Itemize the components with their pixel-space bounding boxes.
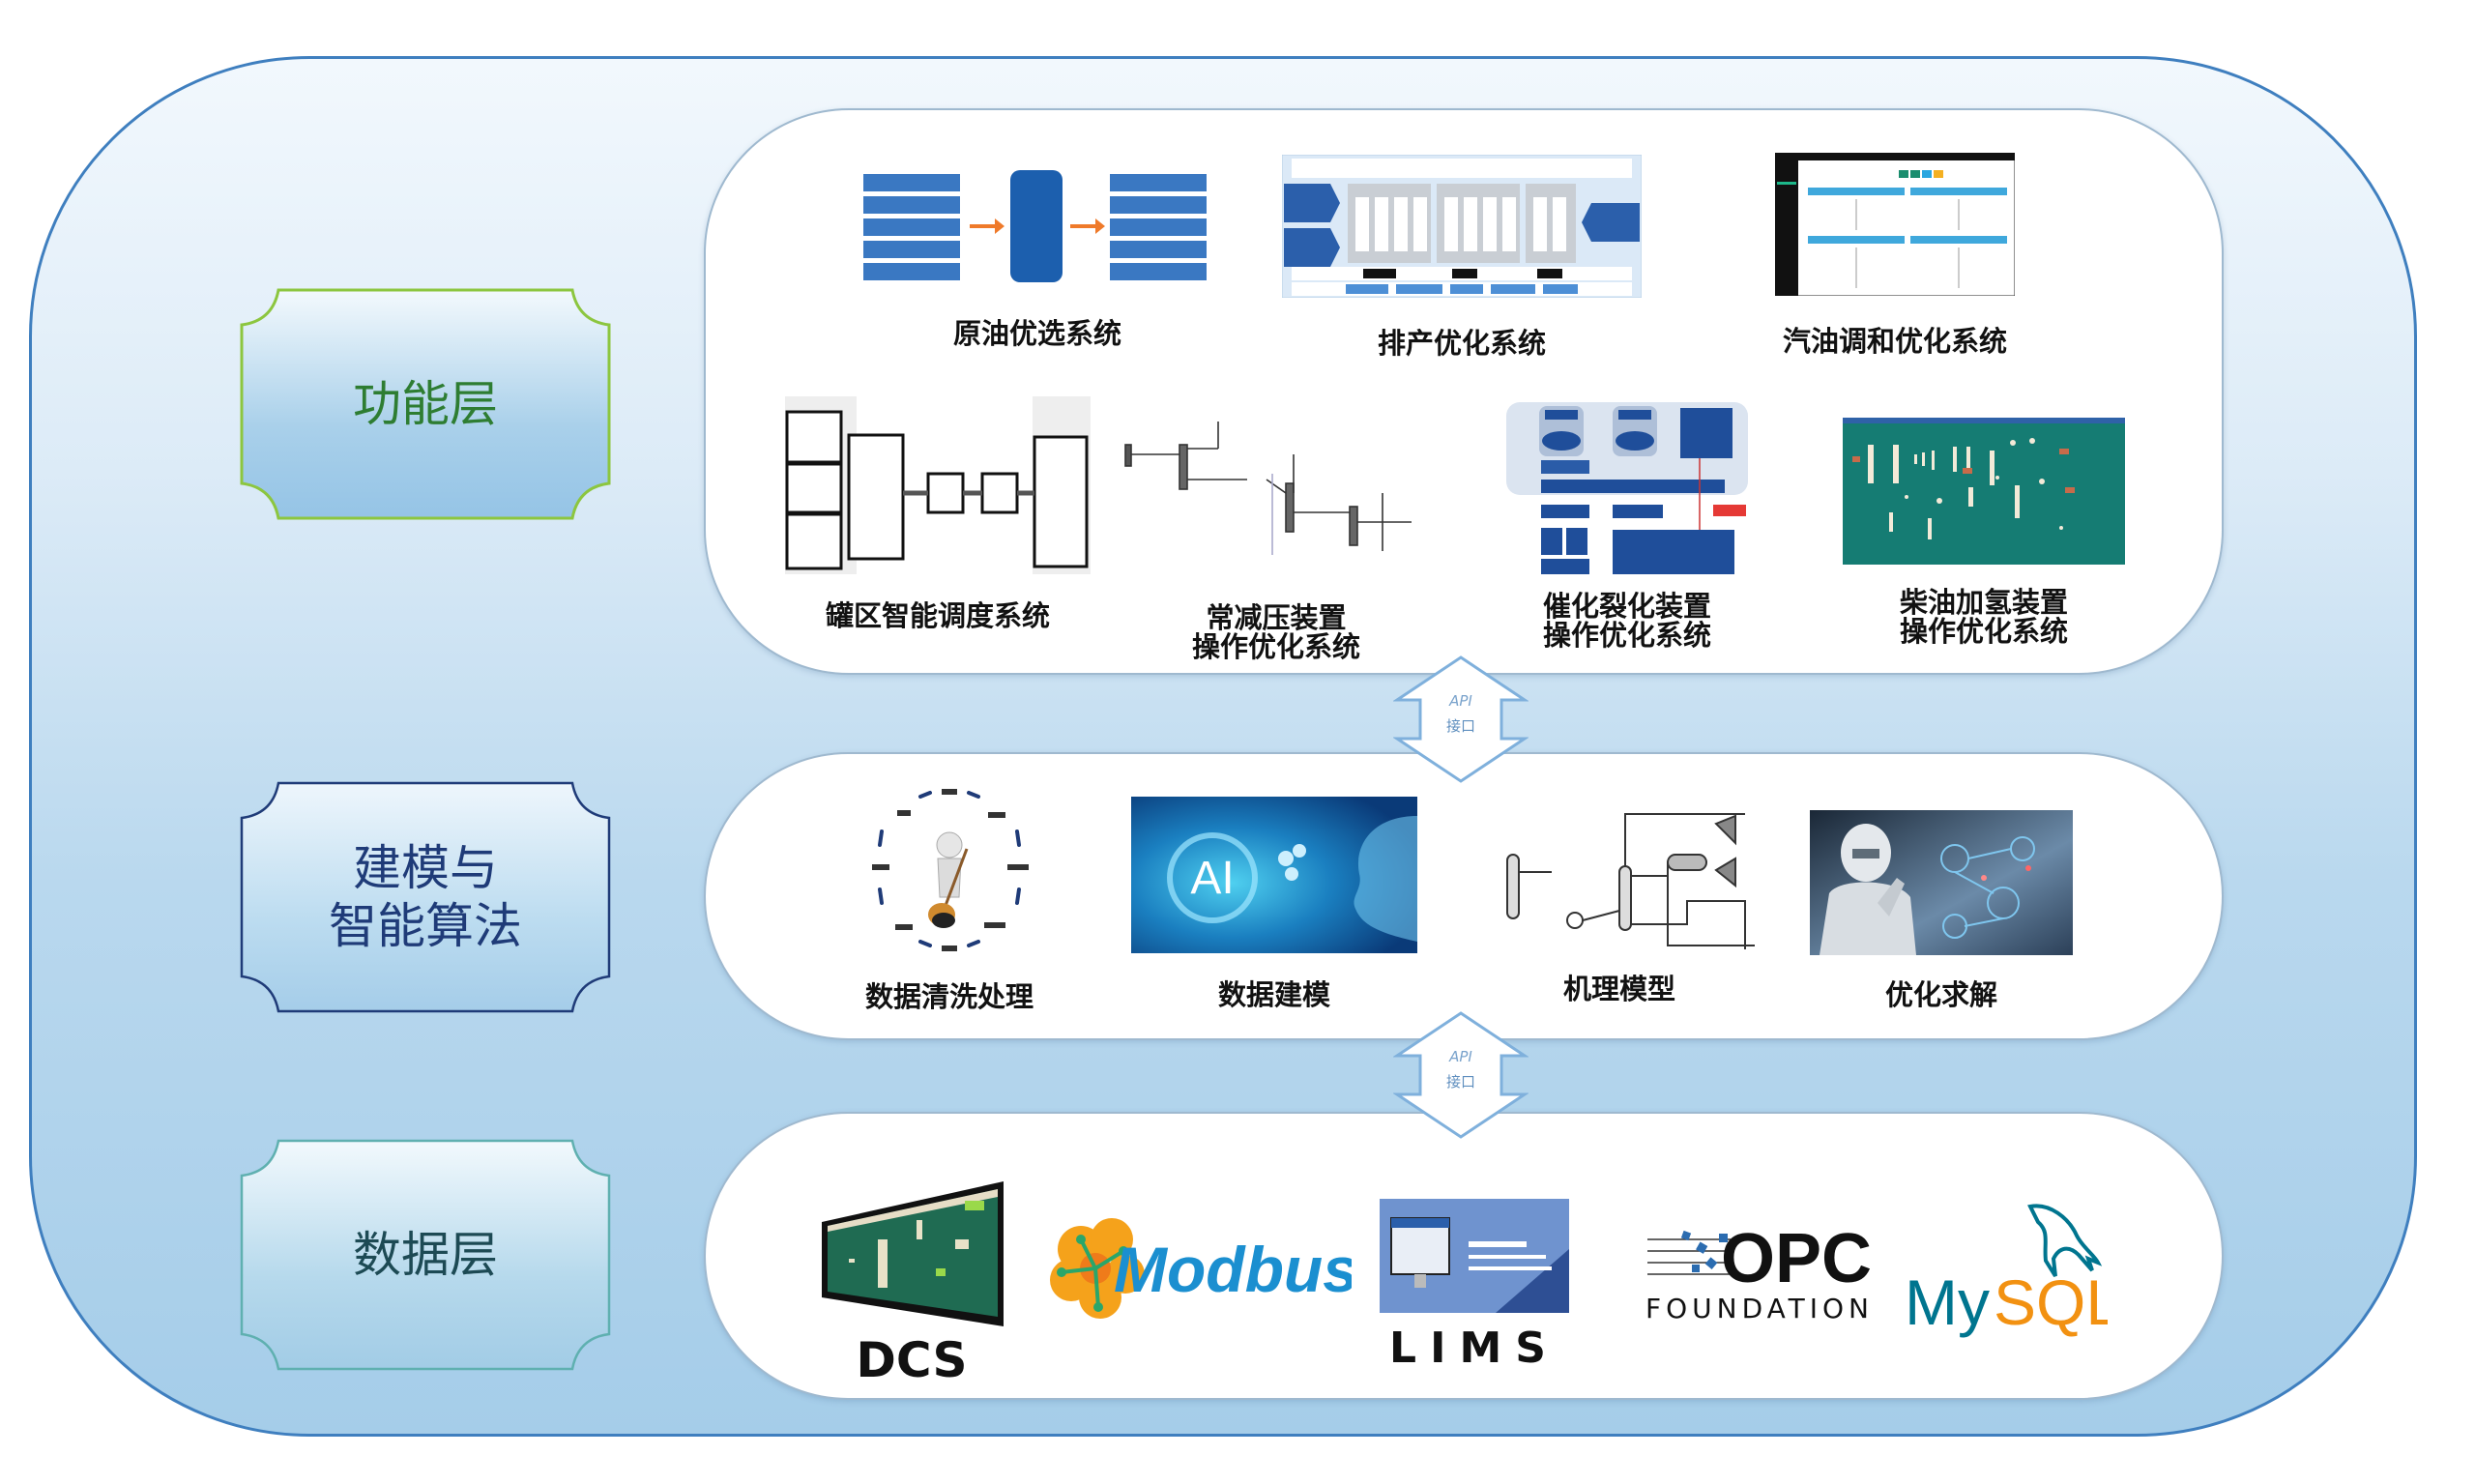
function-item-catalytic-cracking[interactable]: 催化裂化装置 操作优化系统 <box>1463 400 1791 650</box>
gasoline-blending-screen-icon <box>1774 152 2016 297</box>
layer-label-text: 数据层 <box>353 1227 498 1283</box>
production-scheduling-diagram-icon <box>1281 154 1643 299</box>
item-caption: FOUNDATION <box>1645 1293 1874 1324</box>
modeling-item-mechanism-model[interactable]: 机理模型 <box>1470 804 1769 1004</box>
api-connector: API 接口 <box>1393 655 1529 783</box>
item-caption: 柴油加氢装置 操作优化系统 <box>1899 586 2068 648</box>
item-caption: 排产优化系统 <box>1377 327 1546 360</box>
item-caption: 优化求解 <box>1884 978 1997 1011</box>
data-source-opc-foundation[interactable]: OPC FOUNDATION <box>1644 1220 1876 1324</box>
data-cleaning-figure-icon <box>872 789 1029 951</box>
function-item-atmospheric-vacuum[interactable]: 常减压装置 操作优化系统 <box>1112 416 1441 661</box>
function-item-gasoline-blending[interactable]: 汽油调和优化系统 <box>1740 152 2050 358</box>
data-source-mysql[interactable]: My SQL <box>1905 1199 2121 1348</box>
api-connector: API 接口 <box>1393 1011 1529 1139</box>
label-frame <box>240 288 611 520</box>
item-caption: 常减压装置 操作优化系统 <box>1191 601 1360 663</box>
modbus-wordmark: Modbus <box>1114 1234 1352 1305</box>
layer-label-data: 数据层 <box>240 1139 611 1371</box>
modeling-item-optimization-solving[interactable]: 优化求解 <box>1806 810 2077 1009</box>
double-arrow-icon <box>1393 1011 1529 1139</box>
data-source-lims[interactable]: LIMS <box>1368 1199 1581 1373</box>
layer-label-text: 功能层 <box>353 376 498 432</box>
mysql-logo-icon: My SQL <box>1905 1204 2121 1338</box>
data-source-dcs[interactable]: DCS <box>815 1181 1008 1386</box>
function-item-production-scheduling[interactable]: 排产优化系统 <box>1278 154 1645 360</box>
catalytic-cracking-architecture-icon <box>1506 402 1748 574</box>
label-frame <box>240 1139 611 1371</box>
function-item-tank-farm-dispatch[interactable]: 罐区智能调度系统 <box>773 396 1102 630</box>
api-label: API <box>1449 692 1472 710</box>
layer-label-text: 建模与 智能算法 <box>329 840 522 954</box>
item-caption: 原油优选系统 <box>952 317 1121 350</box>
opc-wordmark: OPC <box>1721 1220 1872 1288</box>
svg-text:AI: AI <box>1190 853 1234 904</box>
item-caption: 数据清洗处理 <box>864 980 1034 1013</box>
dcs-monitor-icon <box>822 1181 1004 1326</box>
item-caption: 催化裂化装置 操作优化系统 <box>1542 590 1711 652</box>
function-item-diesel-hydrotreating[interactable]: 柴油加氢装置 操作优化系统 <box>1820 418 2148 646</box>
function-item-crude-selection[interactable]: 原油优选系统 <box>844 164 1231 348</box>
modeling-item-data-cleaning[interactable]: 数据清洗处理 <box>814 783 1085 1011</box>
opc-foundation-logo-icon: OPC <box>1647 1220 1872 1297</box>
interface-label: 接口 <box>1445 1073 1475 1091</box>
modbus-logo-icon: Modbus <box>1050 1218 1358 1319</box>
item-caption: 罐区智能调度系统 <box>825 599 1050 632</box>
tank-farm-dispatch-diagram-icon <box>785 396 1091 574</box>
ai-head-image-icon: AI <box>1131 797 1417 953</box>
layer-label-modeling: 建模与 智能算法 <box>240 781 611 1013</box>
lims-screen-icon <box>1380 1199 1569 1313</box>
atmospheric-vacuum-process-flow-icon <box>1124 422 1412 555</box>
mysql-sql-text: SQL <box>1994 1266 2108 1338</box>
crude-selection-flow-diagram-icon <box>863 170 1207 282</box>
item-caption: 数据建模 <box>1217 978 1330 1011</box>
label-frame <box>240 781 611 1013</box>
mysql-my-text: My <box>1905 1266 1990 1338</box>
item-caption: LIMS <box>1389 1324 1559 1373</box>
robot-thinking-image-icon <box>1810 810 2073 955</box>
mechanism-process-flow-icon <box>1506 813 1755 949</box>
layer-label-function: 功能层 <box>240 288 611 520</box>
item-caption: 机理模型 <box>1562 973 1675 1005</box>
item-caption: 汽油调和优化系统 <box>1782 325 2007 358</box>
modeling-item-data-modeling[interactable]: AI 数据建模 <box>1129 797 1419 1009</box>
interface-label: 接口 <box>1445 717 1475 735</box>
diesel-hydrotreating-dcs-screen-icon <box>1843 418 2125 565</box>
data-source-modbus[interactable]: Modbus <box>1042 1210 1358 1330</box>
api-label: API <box>1449 1048 1472 1065</box>
item-caption: DCS <box>856 1332 968 1388</box>
double-arrow-icon <box>1393 655 1529 783</box>
